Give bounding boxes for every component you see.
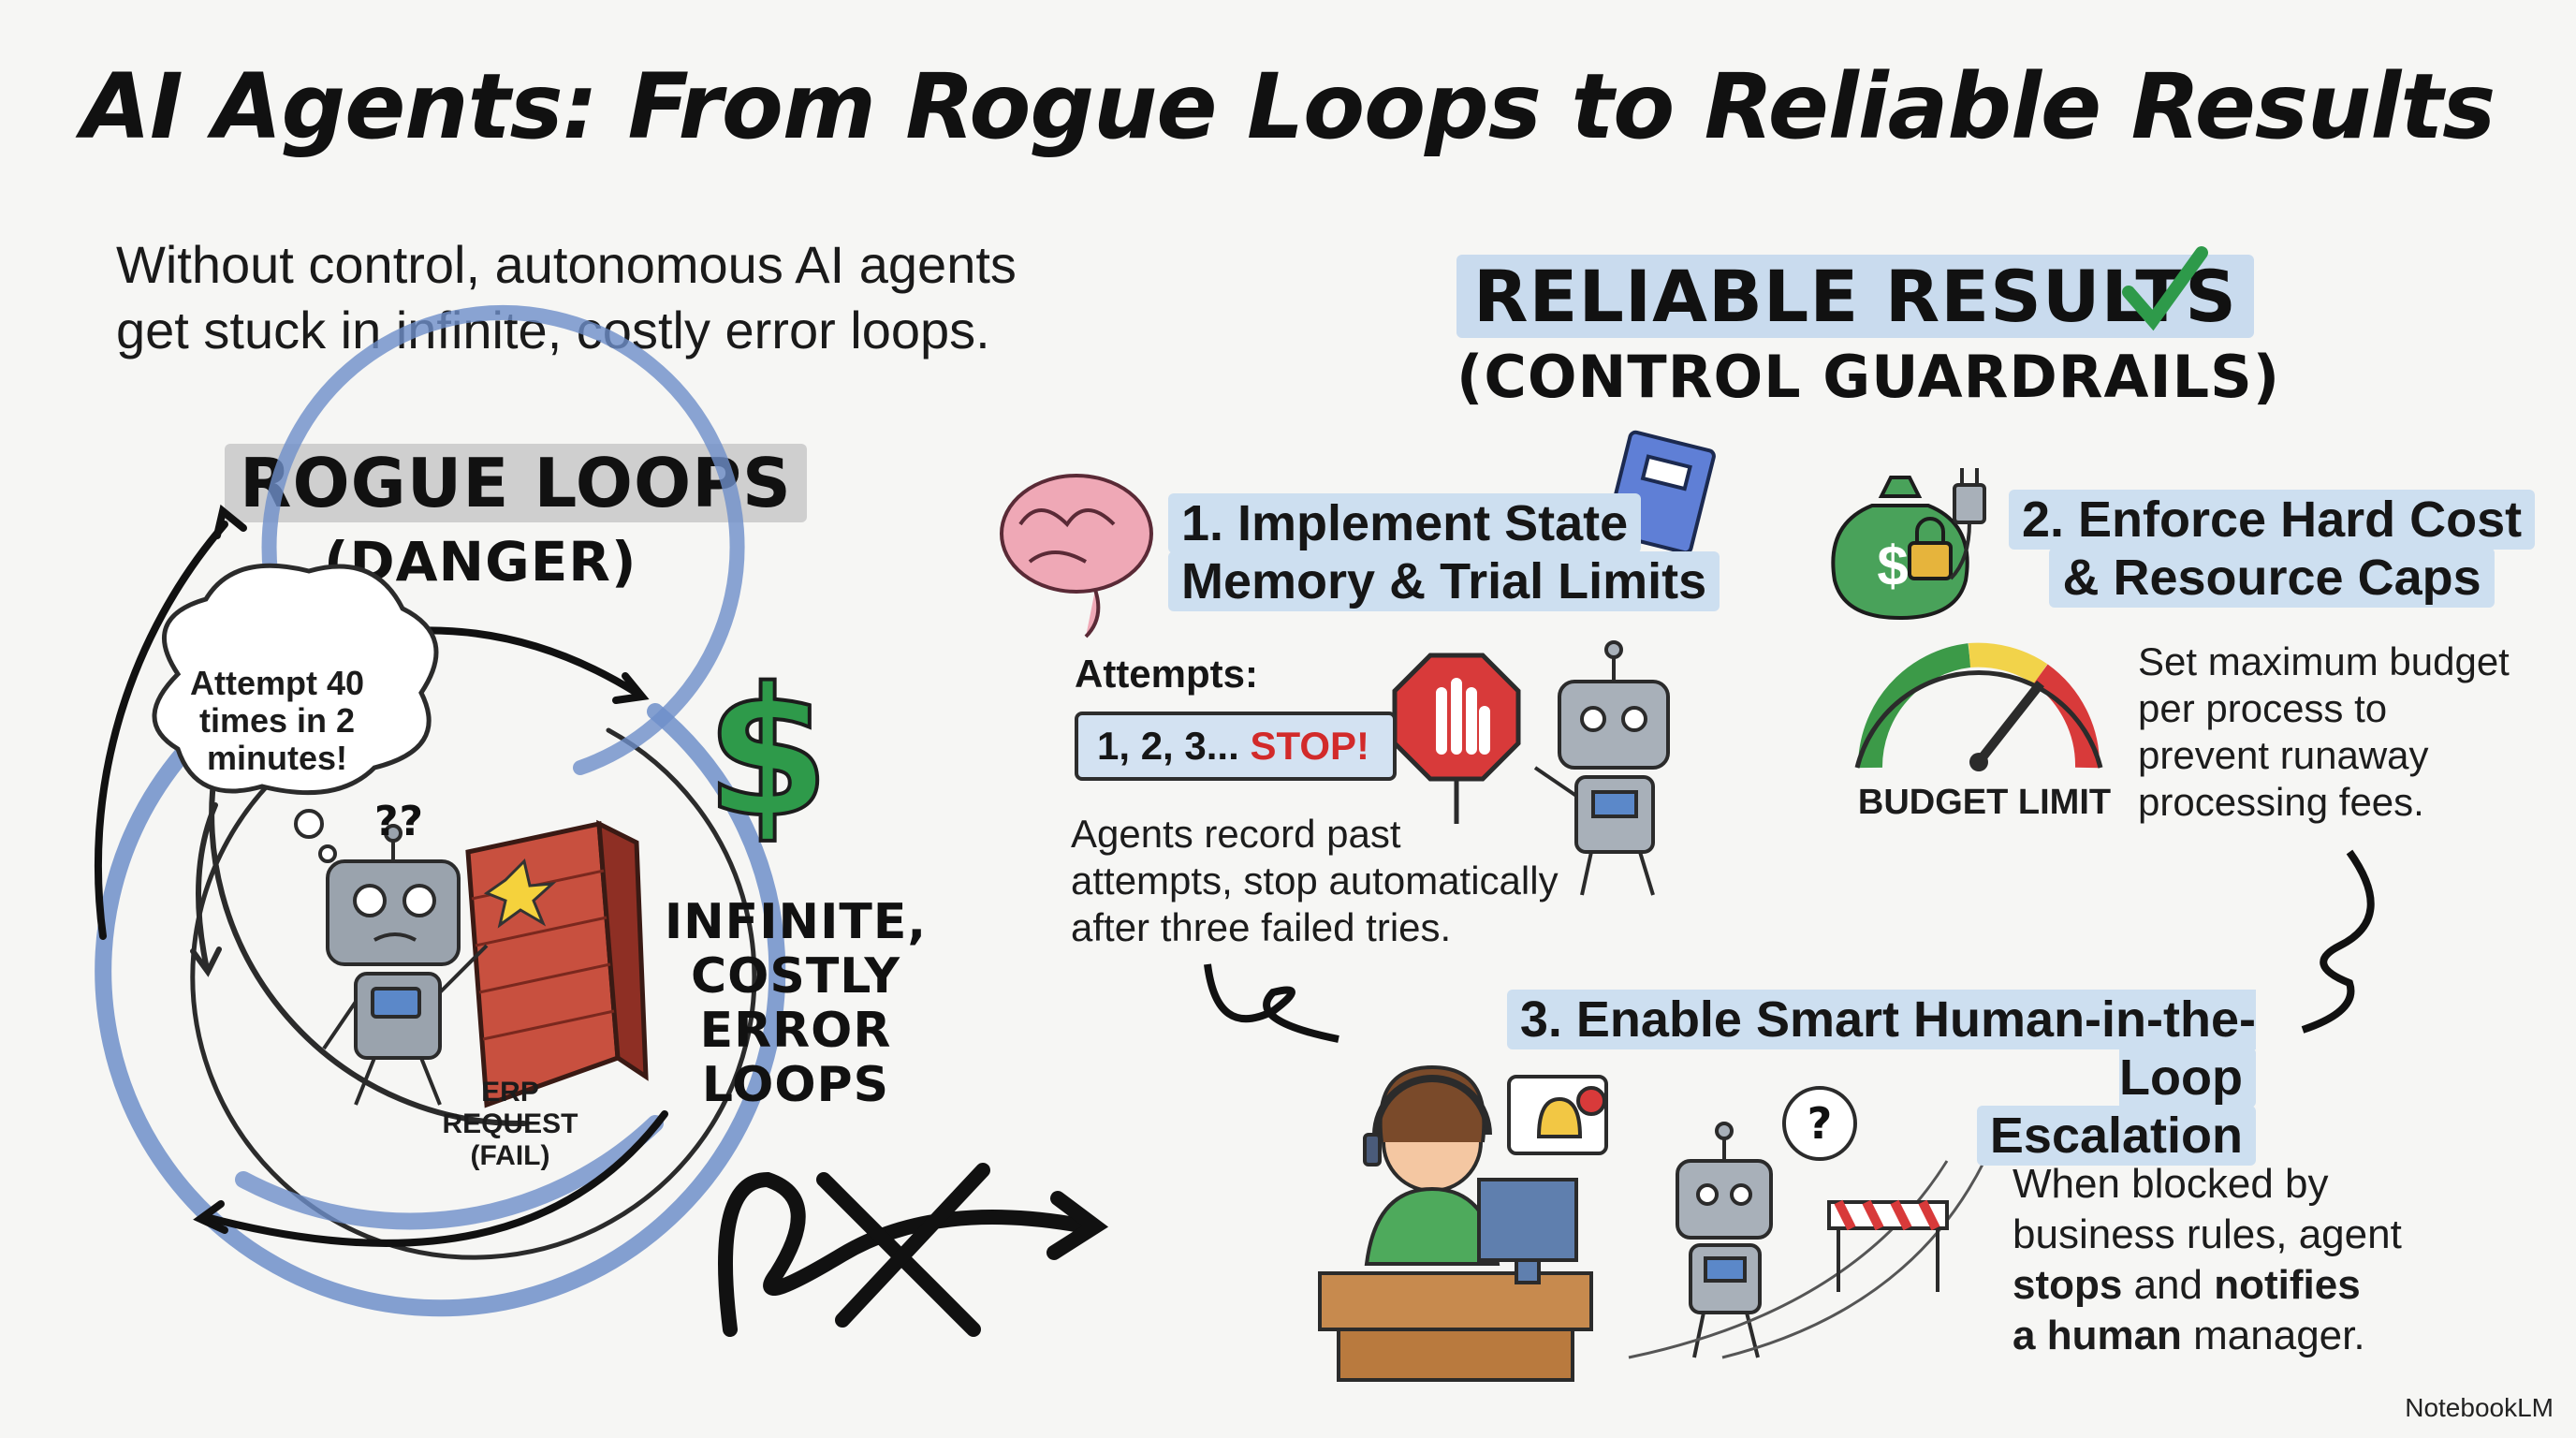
svg-text:$: $ — [1877, 535, 1908, 597]
confused-robot-icon — [322, 824, 489, 1106]
budget-gauge-icon — [1854, 642, 2103, 771]
reliable-results-heading: RELIABLE RESULTS — [1456, 255, 2255, 338]
brain-icon — [1000, 474, 1153, 638]
robot-escalation-icon — [1676, 1086, 1857, 1358]
attempts-counter: 1, 2, 3... STOP! — [1075, 712, 1397, 781]
stop-hand-sign-icon — [1392, 653, 1521, 824]
step2-title: 2. Enforce Hard Cost& Resource Caps — [2009, 490, 2536, 608]
reliable-results-subtitle: (CONTROL GUARDRAILS) — [1456, 343, 2281, 411]
money-bag-lock-icon: $ — [1831, 476, 1969, 621]
question-marks: ?? — [374, 798, 425, 845]
brand-watermark: NotebookLM — [2405, 1393, 2554, 1422]
waving-robot-icon — [1533, 640, 1670, 896]
step3-description: When blocked by business rules, agent st… — [2012, 1161, 2402, 1358]
question-mark-icon: ? — [1808, 1098, 1833, 1149]
curly-arrow-icon — [1204, 963, 1339, 1043]
support-agent-icon — [1318, 1064, 1593, 1382]
crossed-loop-arrow-icon — [718, 1163, 1109, 1337]
attempts-label: Attempts: — [1075, 652, 1258, 696]
intro-text: Without control, autonomous AI agents ge… — [116, 235, 1017, 360]
road-barrier-icon — [1628, 1160, 1986, 1359]
checkmark-icon — [2122, 246, 2208, 331]
power-plug-icon — [1949, 468, 1986, 580]
thought-cloud-icon — [152, 563, 439, 863]
spiral-loop-icon — [94, 305, 786, 1317]
alert-bell-icon — [1507, 1075, 1608, 1155]
brick-wall-icon — [465, 819, 649, 1108]
dollar-icon: $ — [706, 650, 829, 857]
page-title: AI Agents: From Rogue Loops to Reliable … — [80, 54, 2496, 159]
budget-limit-label: BUDGET LIMIT — [1857, 783, 2112, 822]
rogue-loops-heading: ROGUE LOOPS — [225, 444, 807, 522]
curly-arrow-2-icon — [2301, 849, 2375, 1034]
